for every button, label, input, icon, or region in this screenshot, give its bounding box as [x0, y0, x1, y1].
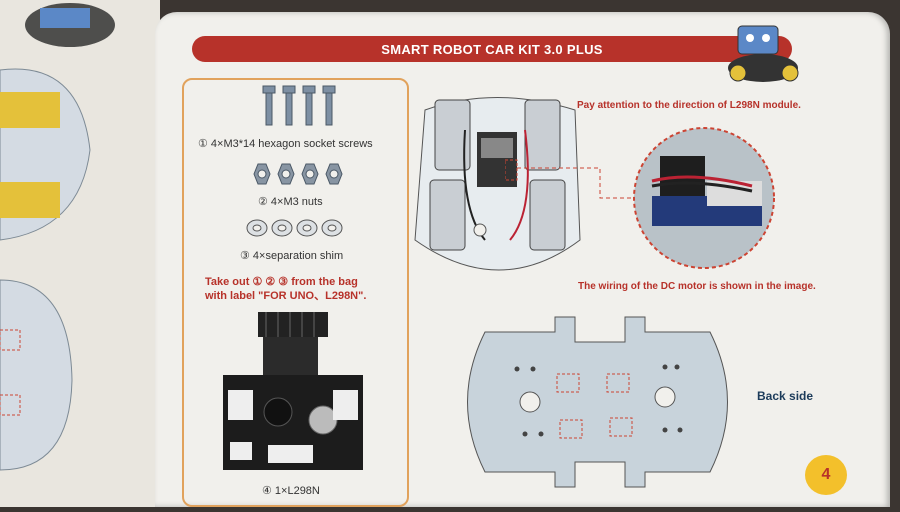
shims-icon — [246, 219, 343, 237]
left-page-illustration — [0, 3, 115, 471]
screws-label: ① 4×M3*14 hexagon socket screws — [198, 138, 373, 150]
page-number: 4 — [821, 466, 831, 483]
screws-icon — [262, 85, 336, 126]
wiring-note: The wiring of the DC motor is shown in t… — [578, 281, 816, 292]
nuts-icon — [253, 163, 343, 185]
page-banner: SMART ROBOT CAR KIT 3.0 PLUS — [192, 36, 792, 62]
shims-label: ③ 4×separation shim — [240, 250, 344, 262]
chassis-top-view — [414, 97, 581, 271]
page-number-badge: 4 — [805, 455, 847, 495]
chassis-back-view — [467, 316, 728, 488]
direction-note: Pay attention to the direction of L298N … — [577, 100, 801, 111]
l298n-label: ④ 1×L298N — [262, 485, 320, 497]
take-out-instruction: Take out ① ② ③ from the bag with label "… — [205, 276, 367, 302]
parts-box — [182, 78, 409, 507]
page-title: SMART ROBOT CAR KIT 3.0 PLUS — [381, 41, 603, 57]
left-page — [0, 0, 160, 507]
zoom-circle-image — [633, 127, 775, 269]
zoom-connector-line — [505, 159, 640, 199]
back-side-label: Back side — [757, 389, 814, 403]
robot-car-logo — [728, 25, 799, 82]
nuts-label: ② 4×M3 nuts — [258, 196, 323, 208]
l298n-module-image — [223, 312, 363, 470]
